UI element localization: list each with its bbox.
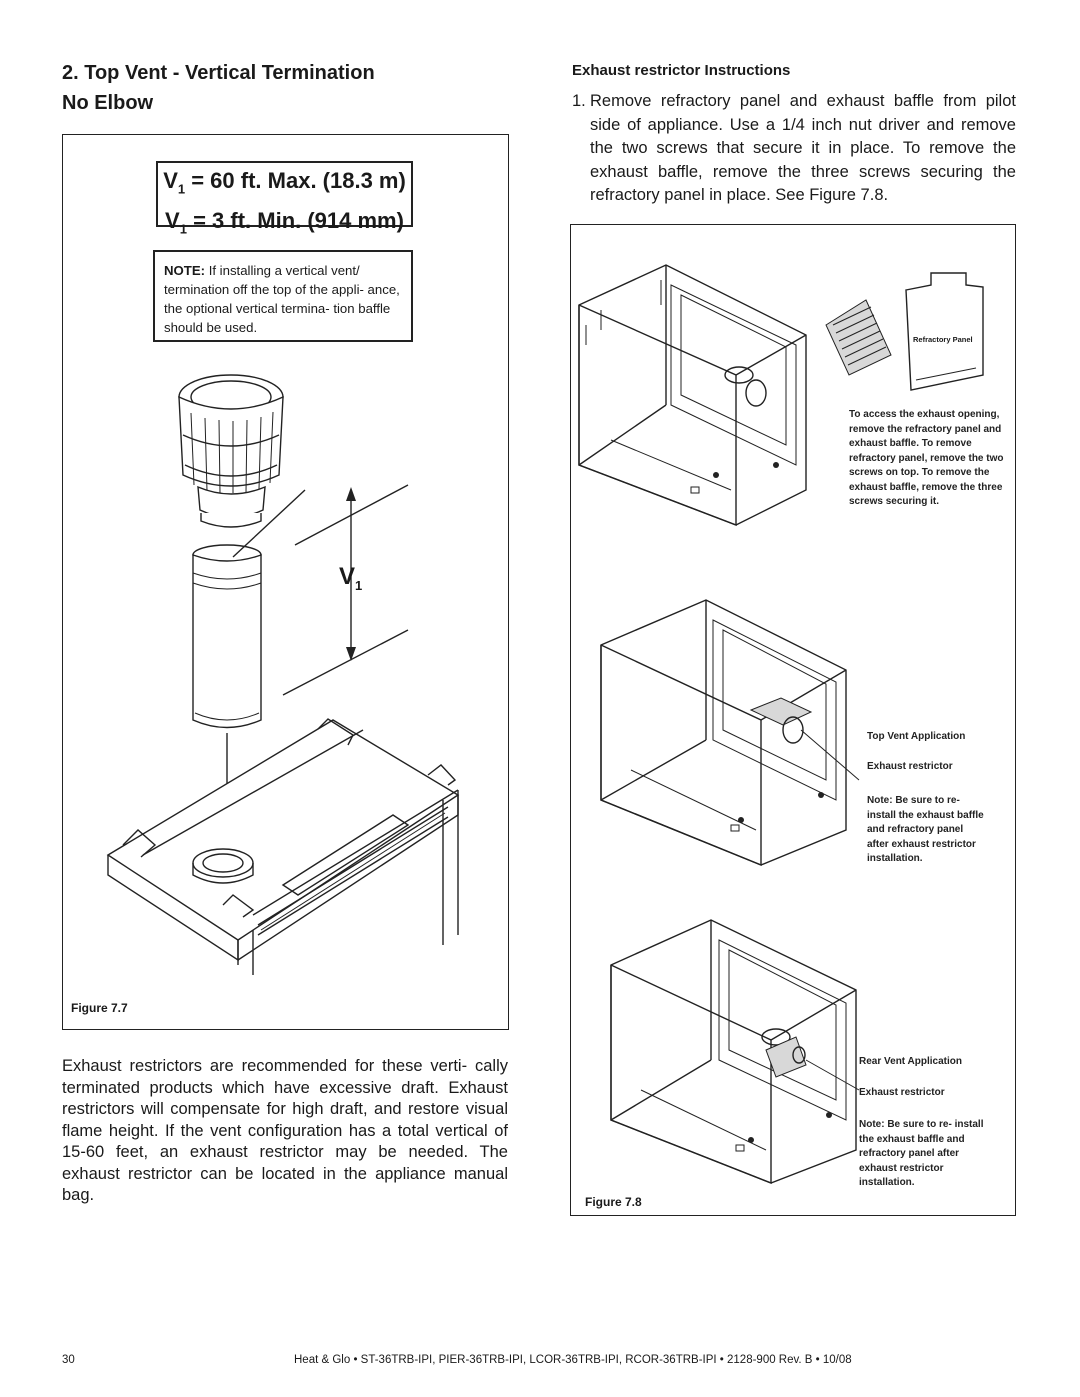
rear-exhaust-restrictor-label: Exhaust restrictor: [859, 1087, 945, 1098]
firebox-3: [610, 919, 860, 1185]
spec-min-prefix: V: [165, 208, 180, 234]
rear-vent-label: Rear Vent Application: [859, 1056, 962, 1067]
top-vent-label: Top Vent Application: [867, 731, 966, 742]
instruction-step-1: 1. Remove refractory panel and exhaust b…: [572, 90, 1016, 208]
footer-text: Heat & Glo • ST-36TRB-IPI, PIER-36TRB-IP…: [294, 1354, 852, 1366]
spec-box: V1 = 60 ft. Max. (18.3 m) V1 = 3 ft. Min…: [156, 161, 413, 237]
note-text: NOTE: If installing a vertical vent/ ter…: [164, 261, 402, 337]
spec-min-sub: 1: [179, 221, 187, 237]
refractory-panel-label: Refractory Panel: [913, 335, 973, 344]
restrictor-paragraph: Exhaust restrictors are recommended for …: [62, 1057, 508, 1204]
figure-7-7-caption: Figure 7.7: [71, 1001, 128, 1015]
dimension-letter: V: [339, 563, 356, 590]
step-text: Remove refractory panel and exhaust baff…: [590, 92, 1016, 204]
dimension-label-v1: V1: [339, 563, 362, 593]
top-vent-note: Note: Be sure to re- install the exhaust…: [867, 795, 984, 864]
spec-min-text: = 3 ft. Min. (914 mm): [186, 208, 404, 234]
figure-7-8-box: Refractory Panel To access the exhaust o…: [570, 224, 1016, 1216]
note-label: NOTE:: [164, 263, 206, 278]
dimension-sub: 1: [355, 577, 363, 593]
spec-min: V1 = 3 ft. Min. (914 mm): [158, 205, 411, 245]
access-note: To access the exhaust opening, remove th…: [849, 409, 1004, 507]
firebox-1: [578, 264, 807, 527]
note-body: If installing a vertical vent/ terminati…: [164, 263, 400, 335]
section-heading-line1: 2. Top Vent - Vertical Termination: [62, 62, 375, 84]
top-exhaust-restrictor-label: Exhaust restrictor: [867, 761, 953, 772]
spec-max-prefix: V: [163, 168, 178, 193]
spec-max-text: = 60 ft. Max. (18.3 m): [185, 168, 406, 193]
spec-max: V1 = 60 ft. Max. (18.3 m): [158, 165, 411, 205]
page-number: 30: [62, 1354, 75, 1366]
firebox-2: [600, 599, 860, 867]
firebox-illustrations: [578, 264, 984, 1185]
vertical-termination-drawing: [106, 374, 460, 975]
instructions-heading: Exhaust restrictor Instructions: [572, 62, 791, 79]
step-number: 1.: [572, 92, 586, 110]
section-heading-line2: No Elbow: [62, 92, 154, 114]
figure-7-7-box: V1 = 60 ft. Max. (18.3 m) V1 = 3 ft. Min…: [62, 134, 509, 1030]
rear-vent-note: Note: Be sure to re- install the exhaust…: [859, 1119, 984, 1188]
note-box: NOTE: If installing a vertical vent/ ter…: [153, 250, 413, 342]
figure-7-8-caption: Figure 7.8: [585, 1195, 642, 1209]
section-heading: 2. Top Vent - Vertical Termination No El…: [62, 58, 375, 118]
refractory-panel-parts: [825, 272, 984, 391]
spec-max-sub: 1: [177, 181, 186, 197]
